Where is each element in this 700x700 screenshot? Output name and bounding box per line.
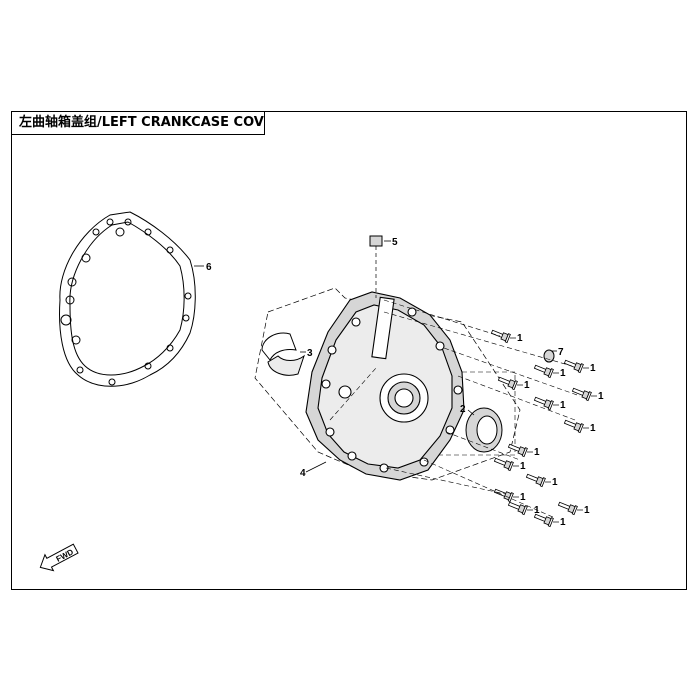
assembly-outline (254, 287, 521, 481)
crankcase-cover-part (305, 291, 465, 481)
washer-part (543, 349, 555, 363)
bolt (557, 501, 578, 516)
callout-1: 1 (517, 333, 523, 344)
callout-2: 2 (460, 404, 466, 415)
callout-1: 1 (560, 400, 566, 411)
callout-1: 1 (560, 368, 566, 379)
bolt (533, 364, 554, 379)
bolt (563, 359, 584, 374)
callout-1: 1 (584, 505, 590, 516)
callout-4: 4 (300, 468, 306, 479)
gasket-part (59, 211, 196, 387)
oil-seal-part (465, 407, 503, 453)
bolt (563, 419, 584, 434)
seal-outline (430, 371, 516, 456)
bolt (525, 473, 546, 488)
nut-part (369, 235, 383, 298)
callout-5: 5 (392, 237, 398, 248)
diagram-title: 左曲轴箱盖组/LEFT CRANKCASE COVER ASSY (11, 111, 265, 135)
bolt (533, 513, 554, 528)
callout-1: 1 (560, 517, 566, 528)
callout-1: 1 (534, 505, 540, 516)
callout-1: 1 (590, 423, 596, 434)
fwd-arrow: FWD (39, 543, 79, 572)
bolt (493, 457, 514, 472)
bolt (571, 387, 592, 402)
leader-lines (329, 299, 581, 519)
bolt (493, 488, 514, 503)
callout-1: 1 (534, 447, 540, 458)
callout-1: 1 (520, 492, 526, 503)
callout-1: 1 (598, 391, 604, 402)
callout-6: 6 (206, 262, 212, 273)
bolt (507, 501, 528, 516)
bearing-part (261, 332, 305, 376)
callout-7: 7 (558, 347, 564, 358)
bolt (533, 396, 554, 411)
bolt (490, 329, 511, 344)
callout-1: 1 (524, 380, 530, 391)
callout-1: 1 (590, 363, 596, 374)
bolt (497, 376, 518, 391)
bolt (507, 443, 528, 458)
callout-1: 1 (520, 461, 526, 472)
diagram-frame (11, 111, 687, 590)
callout-3: 3 (307, 348, 313, 359)
callout-1: 1 (552, 477, 558, 488)
